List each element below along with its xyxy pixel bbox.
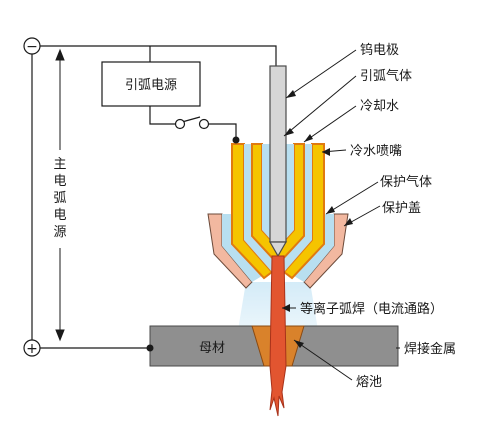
main-supply-char-4: 电 bbox=[53, 208, 66, 223]
positive-terminal-label: + bbox=[26, 341, 38, 357]
main-arc-power-supply-label: 主 电 弧 电 源 bbox=[53, 157, 66, 240]
positive-terminal: + bbox=[23, 339, 41, 357]
label-water-cooled-nozzle: 冷水喷嘴 bbox=[350, 144, 402, 159]
label-tungsten-electrode: 钨电极 bbox=[360, 42, 399, 58]
pilot-arc-power-supply: 引弧电源 bbox=[101, 61, 201, 107]
label-shielding-gas: 保护气体 bbox=[380, 174, 432, 190]
main-supply-char-2: 电 bbox=[53, 174, 66, 189]
negative-terminal: − bbox=[23, 37, 41, 55]
pilot-arc-gas-channels bbox=[262, 144, 294, 250]
label-weld-pool: 熔池 bbox=[356, 375, 382, 390]
negative-terminal-label: − bbox=[26, 39, 38, 55]
connection-dots bbox=[146, 136, 240, 352]
circuit-wiring bbox=[31, 45, 277, 349]
pilot-arc-power-supply-label: 引弧电源 bbox=[125, 78, 177, 93]
label-cooling-water: 冷却水 bbox=[360, 99, 399, 114]
base-metal-label: 母材 bbox=[199, 341, 225, 356]
main-supply-arrows bbox=[55, 48, 65, 342]
tungsten-electrode bbox=[268, 65, 288, 258]
label-plasma-arc-weld: 等离子弧焊（电流通路） bbox=[300, 301, 443, 317]
main-supply-char-5: 源 bbox=[53, 225, 66, 240]
label-shield-cap: 保护盖 bbox=[382, 201, 421, 216]
plasma-arc bbox=[269, 255, 287, 417]
main-supply-char-3: 弧 bbox=[53, 191, 66, 206]
label-weld-metal: 焊接金属 bbox=[404, 341, 456, 357]
pilot-arc-switch bbox=[174, 118, 210, 130]
label-pilot-arc-gas: 引弧气体 bbox=[360, 68, 412, 84]
main-supply-char-1: 主 bbox=[53, 157, 66, 172]
leader-arrowheads bbox=[282, 90, 353, 348]
